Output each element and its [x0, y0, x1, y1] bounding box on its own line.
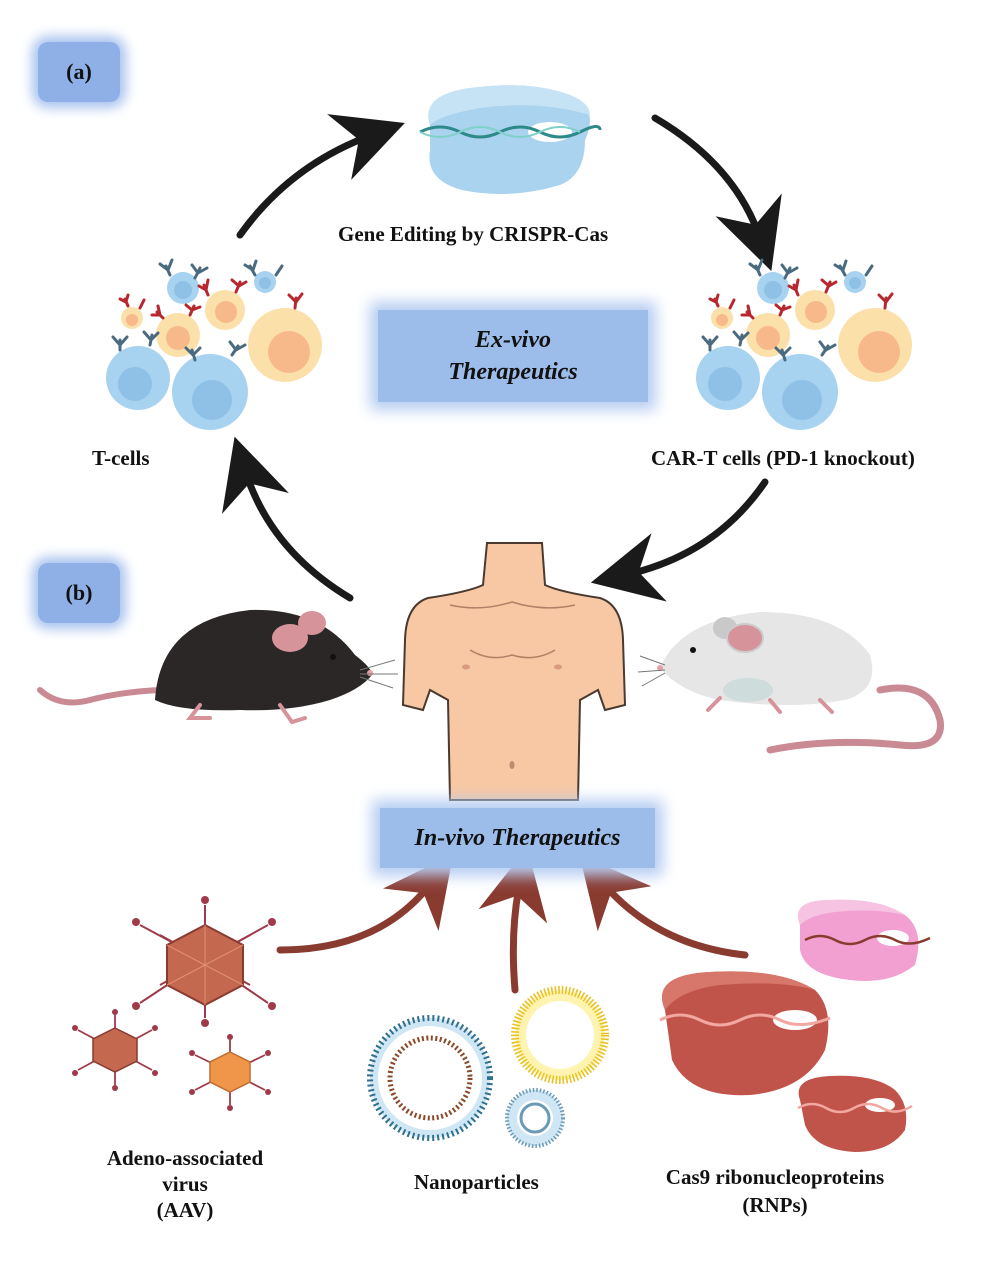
- panel-label-b: (b): [38, 563, 120, 623]
- t-cells-illustration: [106, 258, 322, 430]
- panel-label-a: (a): [38, 42, 120, 102]
- cycle-arrows: [222, 114, 782, 602]
- label-aav-line2: virus: [162, 1172, 208, 1196]
- crispr-cas-icon: [419, 85, 602, 194]
- ex-vivo-line1: Ex-vivo: [475, 327, 551, 353]
- ex-vivo-therapeutics-box: Ex-vivo Therapeutics: [378, 310, 648, 402]
- arrow-tcells-to-editing: [236, 114, 405, 239]
- arrow-cart-to-human: [590, 478, 769, 602]
- in-vivo-label: In-vivo Therapeutics: [414, 825, 621, 851]
- label-aav-line3: (AAV): [156, 1198, 214, 1222]
- label-car-t-cells: CAR-T cells (PD-1 knockout): [651, 446, 915, 470]
- label-t-cells: T-cells: [92, 446, 150, 470]
- label-rnps-line2: (RNPs): [742, 1193, 808, 1217]
- label-rnps-line1: Cas9 ribonucleoproteins: [665, 1165, 885, 1189]
- arrow-aav-to-invivo: [276, 854, 454, 954]
- black-mouse-icon: [37, 609, 398, 725]
- ex-vivo-line2: Therapeutics: [448, 359, 578, 385]
- label-rnps: Cas9 ribonucleoproteins (RNPs): [640, 1163, 910, 1219]
- label-aav: Adeno-associated virus (AAV): [70, 1145, 300, 1223]
- in-vivo-therapeutics-box: In-vivo Therapeutics: [380, 808, 655, 868]
- white-mouse-icon: [637, 612, 944, 754]
- car-t-cells-illustration: [696, 258, 912, 430]
- arrow-nano-to-invivo: [478, 847, 548, 994]
- label-aav-line1: Adeno-associated: [106, 1146, 264, 1170]
- arrow-editing-to-cart: [651, 114, 782, 272]
- nanoparticle-icons: [367, 986, 609, 1148]
- aav-virus-icons: [72, 896, 276, 1111]
- arrow-mouse-to-tcells: [222, 436, 354, 602]
- label-gene-editing: Gene Editing by CRISPR-Cas: [338, 222, 609, 246]
- arrow-rnp-to-invivo: [579, 855, 749, 959]
- cas9-rnp-icons: [659, 899, 931, 1152]
- human-torso-icon: [401, 542, 627, 801]
- label-nanoparticles: Nanoparticles: [414, 1170, 539, 1194]
- delivery-arrows: [276, 847, 749, 994]
